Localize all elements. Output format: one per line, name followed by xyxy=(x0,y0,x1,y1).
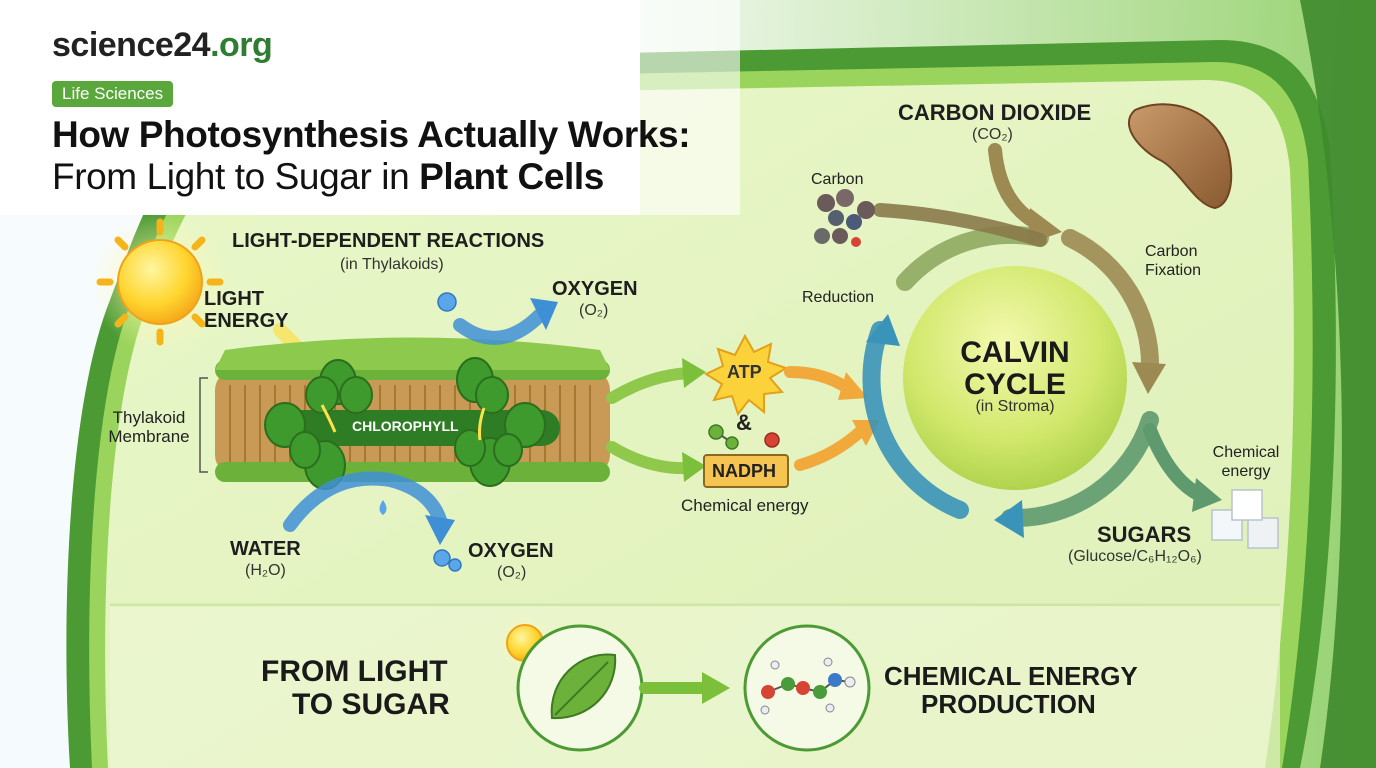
carbon-fixation-label-1: Carbon xyxy=(1145,243,1198,260)
chemical-energy-label-1: Chemical xyxy=(1212,444,1280,461)
chemical-energy-caption: Chemical energy xyxy=(681,496,809,515)
thylakoid-label-1: Thylakoid xyxy=(112,408,186,427)
glucose-molecule-icon xyxy=(760,657,856,715)
title-plain: From Light to Sugar in xyxy=(52,156,420,197)
water-label: WATER xyxy=(230,538,301,560)
sugar-cubes-icon xyxy=(1211,489,1279,549)
oxygen-molecule-icon xyxy=(433,549,462,572)
calvin-title-2: CYCLE xyxy=(964,368,1066,401)
chloroplast-icon xyxy=(1127,103,1233,210)
molecule-icon xyxy=(708,424,780,450)
footer-right-line2: PRODUCTION xyxy=(921,689,1096,719)
atp-label: ATP xyxy=(727,362,762,382)
calvin-title-1: CALVIN xyxy=(960,336,1070,369)
sugars-formula: (Glucose/C₆H₁₂O₆) xyxy=(1068,548,1202,565)
category-badge[interactable]: Life Sciences xyxy=(52,81,174,107)
sugars-label: SUGARS xyxy=(1097,522,1192,547)
carbon-molecule-icon xyxy=(814,189,875,247)
nadph-label: NADPH xyxy=(712,461,777,481)
light-reactions-subtitle: (in Thylakoids) xyxy=(340,256,444,273)
carbon-label: Carbon xyxy=(811,171,864,188)
oxygen-bottom-label: OXYGEN xyxy=(468,540,554,562)
carbon-fixation-label-2: Fixation xyxy=(1145,262,1202,279)
footer-left-line2: TO SUGAR xyxy=(292,688,450,721)
chemical-energy-label-2: energy xyxy=(1221,463,1271,480)
chlorophyll-label: CHLOROPHYLL xyxy=(352,418,459,434)
water-drop-icon xyxy=(379,500,387,515)
nadph-box xyxy=(703,454,789,488)
site-logo[interactable]: science24.org xyxy=(52,26,273,65)
oxygen-molecule-icon xyxy=(437,292,457,312)
atp-icon xyxy=(703,333,789,417)
arrow-right-icon xyxy=(702,672,730,704)
water-formula: (H₂O) xyxy=(245,562,286,579)
oxygen-top-formula: (O₂) xyxy=(579,302,609,319)
sun-icon xyxy=(90,212,230,352)
light-reactions-title: LIGHT-DEPENDENT REACTIONS xyxy=(232,230,545,252)
oxygen-top-label: OXYGEN xyxy=(552,278,638,300)
site-name: science24 xyxy=(52,26,211,64)
title-bold: Plant Cells xyxy=(419,156,604,197)
thylakoid-label-2: Membrane xyxy=(108,427,190,446)
thylakoid-membrane xyxy=(199,337,610,490)
co2-formula: (CO₂) xyxy=(972,126,1013,143)
footer-right-line1: CHEMICAL ENERGY xyxy=(884,661,1138,691)
calvin-subtitle: (in Stroma) xyxy=(975,398,1055,415)
and-label: & xyxy=(736,410,752,435)
oxygen-bottom-formula: (O₂) xyxy=(497,564,527,581)
article-title-line2: From Light to Sugar in Plant Cells xyxy=(52,156,604,198)
light-energy-label: LIGHT ENERGY xyxy=(204,288,289,332)
article-title-line1: How Photosynthesis Actually Works: xyxy=(52,114,691,155)
calvin-cycle-diagram xyxy=(862,225,1166,538)
site-tld: .org xyxy=(210,26,273,64)
footer-left-line1: FROM LIGHT xyxy=(261,655,448,688)
co2-title: CARBON DIOXIDE xyxy=(898,100,1092,125)
reduction-label: Reduction xyxy=(802,289,875,306)
